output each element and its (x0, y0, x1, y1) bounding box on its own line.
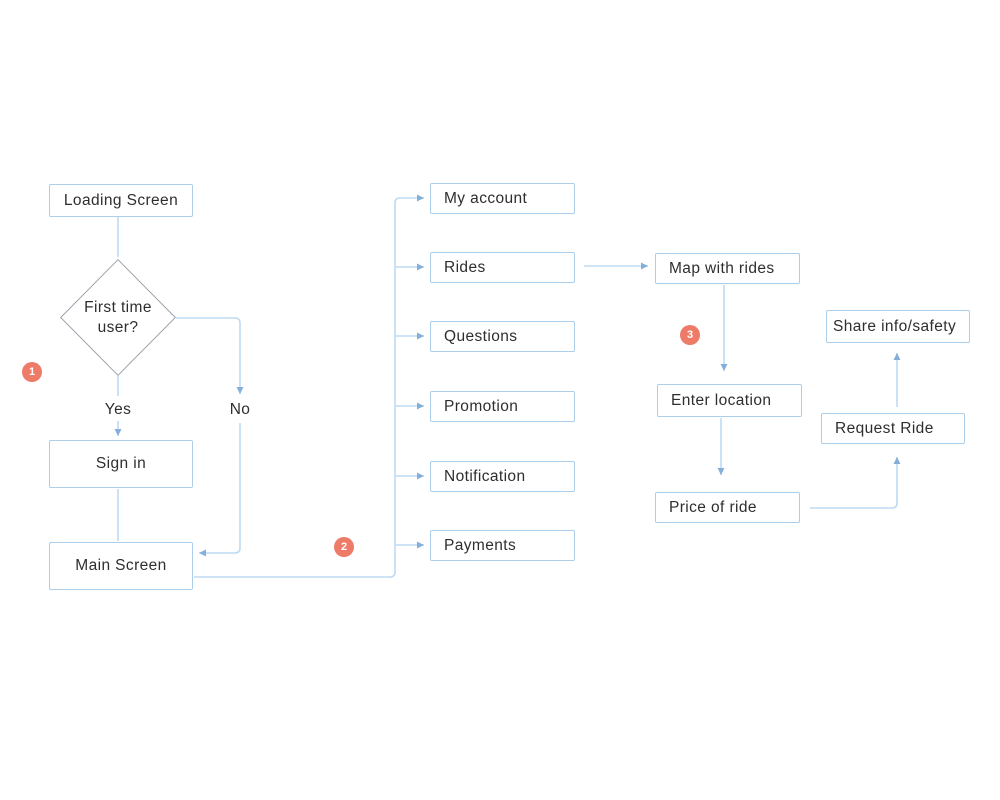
arrowhead-icon (893, 457, 901, 464)
node-first-time-user[interactable]: First time user? (60, 259, 176, 376)
arrowhead-icon (417, 332, 424, 340)
node-label: My account (444, 189, 528, 207)
badge-3[interactable]: 3 (680, 325, 700, 345)
node-map-with-rides[interactable]: Map with rides (655, 253, 800, 284)
node-label: Enter location (671, 391, 772, 409)
node-label: Loading Screen (63, 191, 179, 209)
connector-map-to-enter-location (720, 285, 728, 371)
diamond-shape-icon (60, 259, 176, 376)
node-questions[interactable]: Questions (430, 321, 575, 352)
arrowhead-icon (236, 387, 244, 394)
connector-main-screen-to-my-account (194, 194, 424, 578)
node-promotion[interactable]: Promotion (430, 391, 575, 422)
node-loading-screen[interactable]: Loading Screen (49, 184, 193, 217)
node-main-screen[interactable]: Main Screen (49, 542, 193, 590)
edge-label-no[interactable]: No (229, 401, 251, 418)
arrowhead-icon (417, 472, 424, 480)
connector-spine-to-rides (395, 263, 424, 271)
connector-spine-to-payments (395, 541, 424, 549)
node-label: Price of ride (669, 498, 757, 516)
node-label: Sign in (95, 455, 147, 472)
node-label: Map with rides (669, 259, 775, 277)
node-label: Main Screen (75, 557, 167, 574)
arrowhead-icon (641, 262, 648, 270)
node-label: Share info/safety (833, 317, 957, 335)
node-label: Promotion (444, 397, 519, 415)
node-share-info-safety[interactable]: Share info/safety (826, 310, 970, 343)
node-enter-location[interactable]: Enter location (657, 384, 802, 417)
badge-2[interactable]: 2 (334, 537, 354, 557)
node-label: Request Ride (835, 419, 934, 437)
connector-enter-location-to-price (717, 418, 725, 475)
node-label: Questions (444, 327, 518, 345)
connector-yes-to-signin (114, 421, 122, 436)
connector-spine-to-questions (395, 332, 424, 340)
arrowhead-icon (417, 402, 424, 410)
node-label: Payments (444, 536, 517, 554)
node-rides[interactable]: Rides (430, 252, 575, 283)
node-request-ride[interactable]: Request Ride (821, 413, 965, 444)
node-payments[interactable]: Payments (430, 530, 575, 561)
badge-1[interactable]: 1 (22, 362, 42, 382)
node-label: Rides (444, 258, 486, 276)
node-label: Notification (444, 467, 526, 485)
connector-rides-to-map (584, 262, 648, 270)
arrowhead-icon (717, 468, 725, 475)
node-my-account[interactable]: My account (430, 183, 575, 214)
arrowhead-icon (417, 541, 424, 549)
arrowhead-icon (199, 549, 206, 557)
connector-no-to-main-screen (199, 423, 241, 557)
arrowhead-icon (114, 429, 122, 436)
node-notification[interactable]: Notification (430, 461, 575, 492)
connector-diamond-to-no (176, 317, 244, 394)
edge-label-yes[interactable]: Yes (104, 401, 132, 418)
node-price-of-ride[interactable]: Price of ride (655, 492, 800, 523)
arrowhead-icon (417, 263, 424, 271)
node-label: First time user? (84, 298, 152, 336)
connector-request-ride-to-share (893, 353, 901, 407)
arrowhead-icon (893, 353, 901, 360)
arrowhead-icon (417, 194, 424, 202)
arrowhead-icon (720, 364, 728, 371)
connector-spine-to-promotion (395, 402, 424, 410)
connector-price-to-request-ride (810, 457, 901, 509)
node-sign-in[interactable]: Sign in (49, 440, 193, 488)
connector-spine-to-notification (395, 472, 424, 480)
